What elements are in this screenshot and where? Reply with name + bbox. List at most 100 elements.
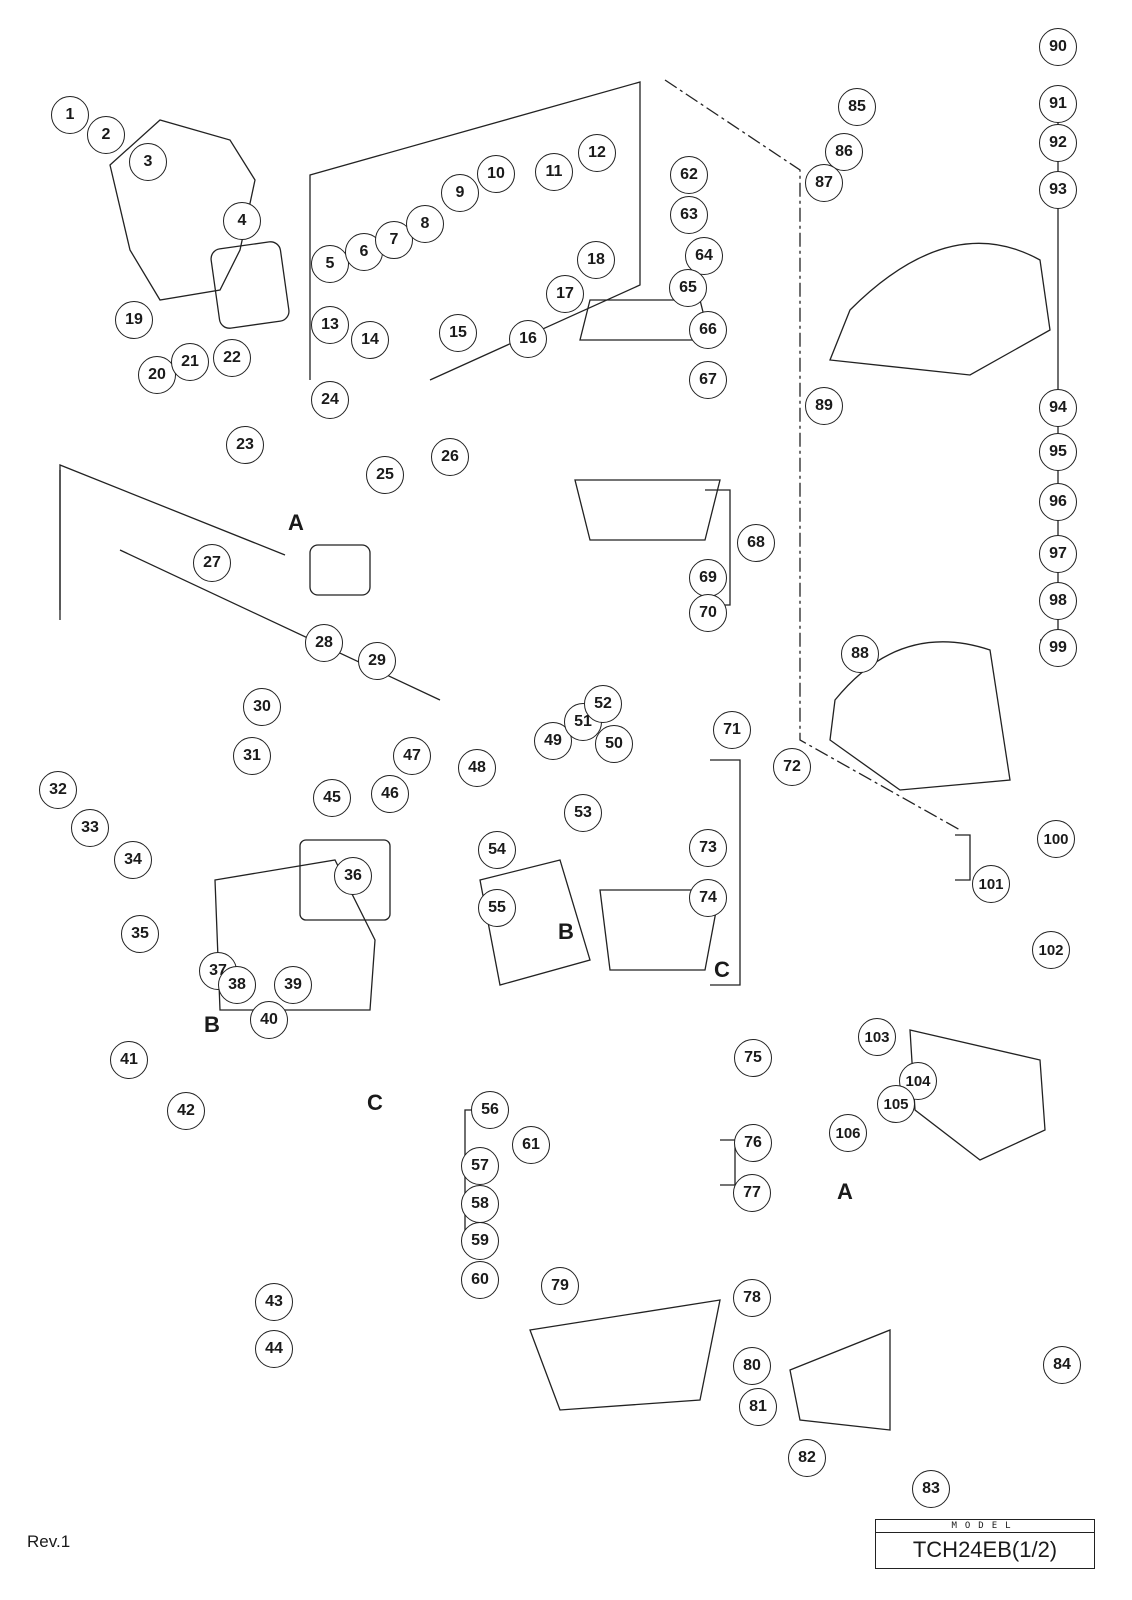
callout-96: 96 — [1039, 483, 1077, 521]
callout-97: 97 — [1039, 535, 1077, 573]
callout-75: 75 — [734, 1039, 772, 1077]
callout-79: 79 — [541, 1267, 579, 1305]
callout-39: 39 — [274, 966, 312, 1004]
callout-56: 56 — [471, 1091, 509, 1129]
ref-letter-c-2: C — [367, 1090, 383, 1115]
group-boundary-starter — [664, 79, 961, 831]
callout-83: 83 — [912, 1470, 950, 1508]
callout-100: 100 — [1037, 820, 1075, 858]
callout-106: 106 — [829, 1114, 867, 1152]
callout-87: 87 — [805, 164, 843, 202]
callout-27: 27 — [193, 544, 231, 582]
callout-68: 68 — [737, 524, 775, 562]
callout-92: 92 — [1039, 124, 1077, 162]
revision-label: Rev.1 — [27, 1532, 71, 1551]
group-boundary-air — [119, 549, 441, 701]
ref-letter-a-2: A — [837, 1179, 853, 1204]
callout-38: 38 — [218, 966, 256, 1004]
part-cover-3 — [109, 119, 256, 301]
callout-101: 101 — [972, 865, 1010, 903]
part-carb-body — [309, 544, 371, 596]
callout-8: 8 — [406, 205, 444, 243]
callout-78: 78 — [733, 1279, 771, 1317]
callout-70: 70 — [689, 594, 727, 632]
callout-50: 50 — [595, 725, 633, 763]
callout-45: 45 — [313, 779, 351, 817]
callout-23: 23 — [226, 426, 264, 464]
callout-95: 95 — [1039, 433, 1077, 471]
ref-letter-b-2: B — [204, 1012, 220, 1037]
callout-67: 67 — [689, 361, 727, 399]
bracket-98 — [955, 834, 971, 881]
callout-81: 81 — [739, 1388, 777, 1426]
callout-40: 40 — [250, 1001, 288, 1039]
model-name: TCH24EB(1/2) — [912, 1537, 1058, 1562]
callout-76: 76 — [734, 1124, 772, 1162]
callout-36: 36 — [334, 857, 372, 895]
callout-104: 104 — [899, 1062, 937, 1100]
callout-30: 30 — [243, 688, 281, 726]
part-fan-cover-88 — [829, 641, 1011, 791]
callout-6: 6 — [345, 233, 383, 271]
callout-17: 17 — [546, 275, 584, 313]
callout-72: 72 — [773, 748, 811, 786]
callout-55: 55 — [478, 889, 516, 927]
callout-47: 47 — [393, 737, 431, 775]
part-handle-83 — [789, 1329, 891, 1431]
callout-9: 9 — [441, 174, 479, 212]
callout-13: 13 — [311, 306, 349, 344]
callout-46: 46 — [371, 775, 409, 813]
part-filter-4 — [210, 241, 290, 329]
callout-73: 73 — [689, 829, 727, 867]
callout-54: 54 — [478, 831, 516, 869]
callout-99: 99 — [1039, 629, 1077, 667]
callout-41: 41 — [110, 1041, 148, 1079]
callout-90: 90 — [1039, 28, 1077, 66]
callout-89: 89 — [805, 387, 843, 425]
callout-24: 24 — [311, 381, 349, 419]
callout-52: 52 — [584, 685, 622, 723]
callout-69: 69 — [689, 559, 727, 597]
part-gear-case — [529, 1299, 721, 1411]
callout-35: 35 — [121, 915, 159, 953]
callout-57: 57 — [461, 1147, 499, 1185]
callout-3: 3 — [129, 143, 167, 181]
callout-20: 20 — [138, 356, 176, 394]
callout-77: 77 — [733, 1174, 771, 1212]
callout-2: 2 — [87, 116, 125, 154]
callout-48: 48 — [458, 749, 496, 787]
model-label: MODEL — [876, 1520, 1094, 1533]
callout-102: 102 — [1032, 931, 1070, 969]
callout-60: 60 — [461, 1261, 499, 1299]
part-crankcase-72 — [599, 889, 721, 971]
bracket-72 — [710, 759, 741, 986]
callout-29: 29 — [358, 642, 396, 680]
callout-84: 84 — [1043, 1346, 1081, 1384]
callout-93: 93 — [1039, 171, 1077, 209]
callout-16: 16 — [509, 320, 547, 358]
callout-71: 71 — [713, 711, 751, 749]
callout-105: 105 — [877, 1085, 915, 1123]
callout-51: 51 — [564, 703, 602, 741]
callout-88: 88 — [841, 635, 879, 673]
callout-103: 103 — [858, 1018, 896, 1056]
callout-53: 53 — [564, 794, 602, 832]
callout-18: 18 — [577, 241, 615, 279]
callout-66: 66 — [689, 311, 727, 349]
group-boundary-cover — [59, 464, 286, 610]
part-starter-housing — [829, 242, 1051, 376]
callout-59: 59 — [461, 1222, 499, 1260]
callout-26: 26 — [431, 438, 469, 476]
ref-letter-a: A — [288, 510, 304, 535]
callout-94: 94 — [1039, 389, 1077, 427]
bracket-77 — [720, 1139, 736, 1186]
callout-10: 10 — [477, 155, 515, 193]
callout-11: 11 — [535, 153, 573, 191]
callout-65: 65 — [669, 269, 707, 307]
callout-5: 5 — [311, 245, 349, 283]
callout-42: 42 — [167, 1092, 205, 1130]
callout-61: 61 — [512, 1126, 550, 1164]
callout-34: 34 — [114, 841, 152, 879]
part-cylinder-36 — [299, 839, 391, 921]
callout-15: 15 — [439, 314, 477, 352]
